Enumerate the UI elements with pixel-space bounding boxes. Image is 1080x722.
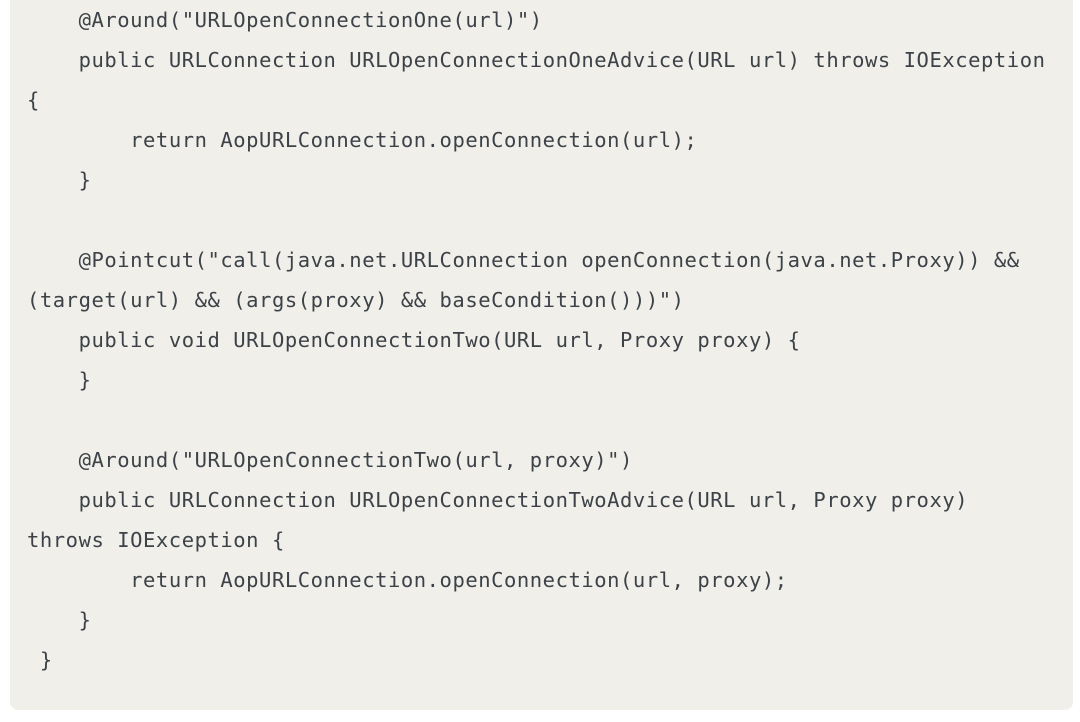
code-line: @Pointcut("call(java.net.URLConnection o… <box>27 248 1033 312</box>
code-line: return AopURLConnection.openConnection(u… <box>27 568 788 592</box>
code-block: @Around("URLOpenConnectionOne(url)") pub… <box>10 0 1073 710</box>
code-line-blank <box>27 200 1057 240</box>
code-line: return AopURLConnection.openConnection(u… <box>27 128 698 152</box>
code-line: public void URLOpenConnectionTwo(URL url… <box>27 328 801 352</box>
code-line: } <box>27 168 92 192</box>
code-line: public URLConnection URLOpenConnectionOn… <box>27 48 1059 112</box>
code-line: } <box>27 608 92 632</box>
code-line-blank <box>27 400 1057 440</box>
code-line: public URLConnection URLOpenConnectionTw… <box>27 488 982 552</box>
code-line: @Around("URLOpenConnectionTwo(url, proxy… <box>27 448 633 472</box>
code-content: @Around("URLOpenConnectionOne(url)") pub… <box>27 0 1057 680</box>
code-line: @Around("URLOpenConnectionOne(url)") <box>27 8 543 32</box>
code-line: } <box>27 648 53 672</box>
code-line: } <box>27 368 92 392</box>
